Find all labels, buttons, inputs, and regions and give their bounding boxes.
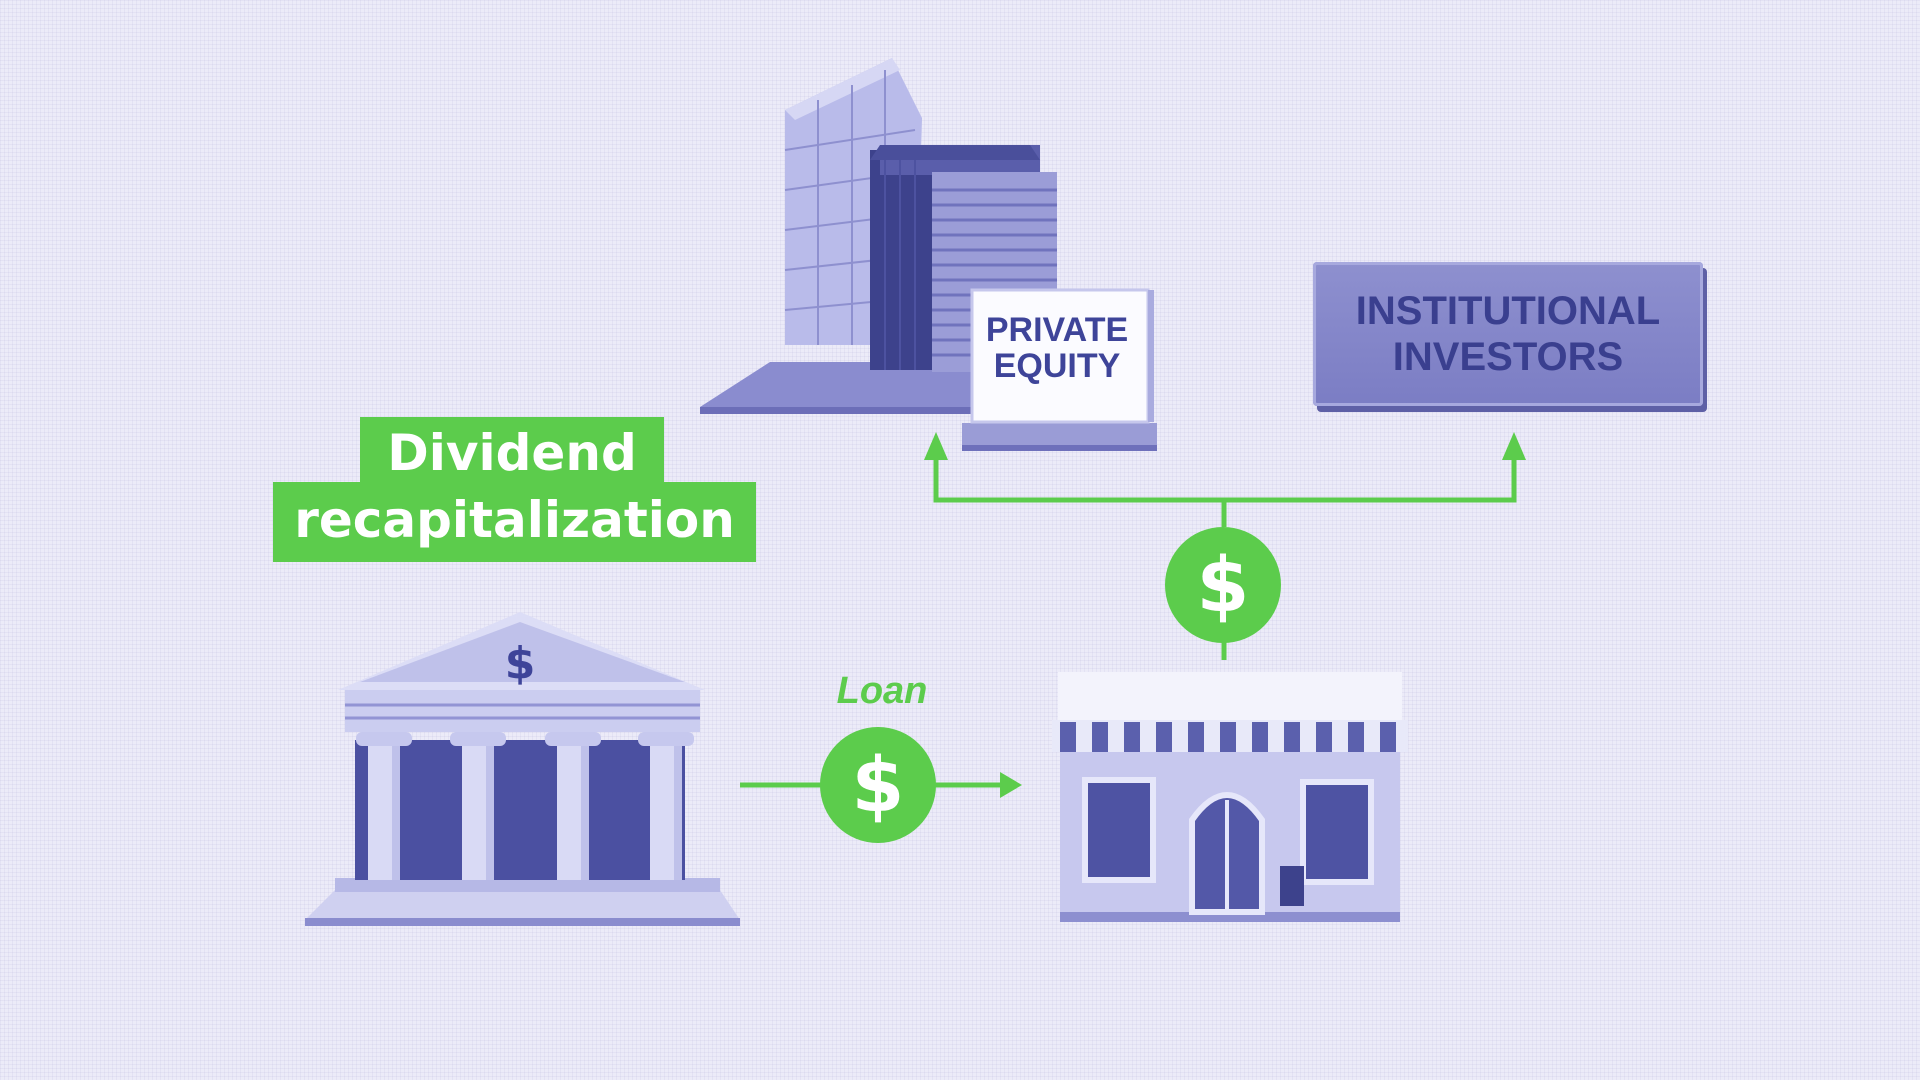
private-equity-building-icon <box>700 58 1057 414</box>
bank-dollar-sign: $ <box>505 638 536 689</box>
loan-dollar-coin-icon: $ <box>820 727 936 843</box>
private-equity-label: PRIVATE EQUITY <box>970 312 1144 384</box>
bank-building-icon <box>305 612 740 926</box>
flow-arrowheads <box>924 432 1526 798</box>
arrow-to-business-icon <box>1000 772 1022 798</box>
institutional-investors-box: INSTITUTIONAL INVESTORS <box>1313 262 1703 406</box>
storefront-icon <box>1052 672 1408 922</box>
private-equity-sign <box>962 288 1157 451</box>
private-equity-label-line-2: EQUITY <box>993 347 1121 385</box>
arrow-to-investors-icon <box>1502 432 1526 460</box>
flow-connector-lines <box>740 458 1517 788</box>
title-line-2: recapitalization <box>273 482 756 562</box>
arrow-to-private-equity-icon <box>924 432 948 460</box>
loan-label: Loan <box>836 670 928 712</box>
dividend-dollar-coin-icon: $ <box>1165 527 1281 643</box>
institutional-investors-label-line-1: INSTITUTIONAL <box>1355 289 1661 333</box>
title-line-1: Dividend <box>360 417 664 484</box>
private-equity-label-line-1: PRIVATE <box>985 311 1129 349</box>
institutional-investors-label-line-2: INVESTORS <box>1392 335 1624 379</box>
